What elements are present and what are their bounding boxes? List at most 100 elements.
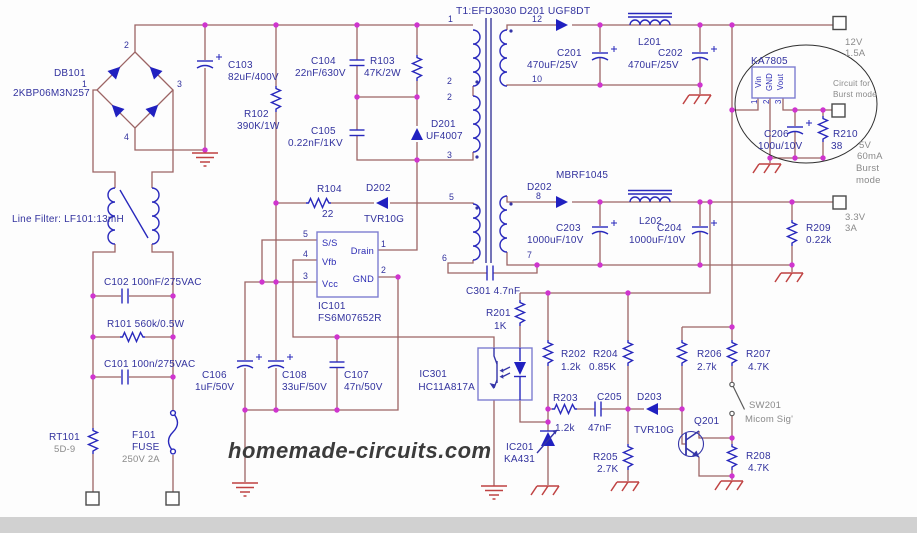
c107-val: 47n/50V <box>344 382 383 393</box>
out-3v3-current: 3A <box>845 223 857 234</box>
f101-val: FUSE <box>132 442 160 453</box>
r101-label: R101 560k/0.5W <box>107 319 185 330</box>
c205-ref: C205 <box>597 392 622 403</box>
r205-ref: R205 <box>593 452 618 463</box>
transformer-t1 <box>472 18 513 263</box>
db101-pin1: 1 <box>82 79 87 89</box>
f101-ref: F101 <box>132 430 156 441</box>
r205-val: 2.7K <box>597 464 619 475</box>
t1-pin2b: 2 <box>447 92 452 102</box>
line-filter-lf101 <box>107 187 160 245</box>
r208-val: 4.7K <box>748 463 770 474</box>
transistor-q201 <box>677 430 705 458</box>
r102-val: 390K/1W <box>237 121 280 132</box>
c203-val: 1000uF/10V <box>527 235 584 246</box>
ic101-pin-drain: Drain <box>351 246 374 256</box>
transformer-title: T1:EFD3030 D201 UGF8DT <box>456 6 591 17</box>
r203-ref: R203 <box>553 393 578 404</box>
t1-pin10: 10 <box>532 74 542 84</box>
inductor-l201 <box>628 12 672 26</box>
sw201-ref: SW201 <box>749 400 781 411</box>
ic101-n2: 2 <box>381 265 386 275</box>
out-12v-current: 1.5A <box>845 48 866 59</box>
burst-circuit-highlight <box>734 44 878 164</box>
c108-val: 33uF/50V <box>282 382 327 393</box>
c107-ref: C107 <box>344 370 369 381</box>
r209-val: 0.22k <box>806 235 832 246</box>
ic101-pin-gnd: GND <box>353 274 374 284</box>
r206-ref: R206 <box>697 349 722 360</box>
c203-ref: C203 <box>556 223 581 234</box>
r209-ref: R209 <box>806 223 831 234</box>
c102-label: C102 100nF/275VAC <box>104 277 202 288</box>
l202-label: L202 <box>639 216 662 227</box>
sw201-val: Micom Sig' <box>745 414 793 425</box>
ka7805-n2: 2 <box>762 99 771 104</box>
db101-pin2: 2 <box>124 40 129 50</box>
ic101-n3: 3 <box>303 271 308 281</box>
c104-ref: C104 <box>311 56 336 67</box>
d203-val: TVR10G <box>634 425 674 436</box>
c201-ref: C201 <box>557 48 582 59</box>
db101-pin4: 4 <box>124 132 129 142</box>
r207-val: 4.7K <box>748 362 770 373</box>
r208-ref: R208 <box>746 451 771 462</box>
r210-ref: R210 <box>833 129 858 140</box>
r206-val: 2.7k <box>697 362 718 373</box>
r207-ref: R207 <box>746 349 771 360</box>
r202-val: 1.2k <box>561 362 582 373</box>
c204-ref: C204 <box>657 223 682 234</box>
burst-note-2: Burst mode <box>833 90 877 99</box>
r203-val: 1.2k <box>555 423 576 434</box>
r204-ref: R204 <box>593 349 618 360</box>
c106-ref: C106 <box>202 370 227 381</box>
f101-rating: 250V 2A <box>122 454 160 465</box>
ic301-part: HC11A817A <box>418 382 475 393</box>
bottom-border-strip <box>0 517 917 533</box>
c204-val: 1000uF/10V <box>629 235 686 246</box>
c104-val: 22nF/630V <box>295 68 346 79</box>
d202-mbrf-val: MBRF1045 <box>556 170 608 181</box>
d202-mbrf-ref: D202 <box>527 182 552 193</box>
r210-val: 38 <box>831 141 843 152</box>
r103-ref: R103 <box>370 56 395 67</box>
ka7805-vout: Vout <box>776 73 785 90</box>
out-5v-note-mode: mode <box>856 175 881 186</box>
r201-val: 1K <box>494 321 507 332</box>
d201-uf4007-val: UF4007 <box>426 131 463 142</box>
watermark: homemade-circuits.com <box>228 438 492 463</box>
c206-ref: C206 <box>764 129 789 140</box>
shunt-regulator-ic201 <box>536 429 558 454</box>
r201-ref: R201 <box>486 308 511 319</box>
phase-dots <box>475 29 513 210</box>
terminal-3v3 <box>832 195 847 210</box>
out-5v: 5V <box>859 140 871 151</box>
ic101-pin-vfb: Vfb <box>322 257 337 267</box>
ka7805-vin: Vin <box>754 76 763 88</box>
ic101-part: FS6M07652R <box>318 313 382 324</box>
ka7805-body <box>751 66 796 99</box>
line-filter-label: Line Filter: LF101:13mH <box>12 214 124 225</box>
c206-val: 100u/10V <box>758 141 803 152</box>
l201-label: L201 <box>638 37 661 48</box>
c301-label: C301 4.7nF <box>466 286 520 297</box>
ic101-pin-vcc: Vcc <box>322 279 338 289</box>
r103-val: 47K/2W <box>364 68 401 79</box>
t1-pin2a: 2 <box>447 76 452 86</box>
db101-part: 2KBP06M3N257 <box>13 88 90 99</box>
d201-uf4007-ref: D201 <box>431 119 456 130</box>
inductor-l202 <box>628 189 672 203</box>
ic101-n4: 4 <box>303 249 308 259</box>
out-5v-current: 60mA <box>857 151 883 162</box>
ka7805-n1: 1 <box>750 99 759 104</box>
out-12v: 12V <box>845 37 863 48</box>
rt101-ref: RT101 <box>49 432 80 443</box>
terminal-ac-right <box>165 491 180 506</box>
t1-pin6: 6 <box>442 253 447 263</box>
t1-pin7: 7 <box>527 250 532 260</box>
optocoupler-ic301-body <box>477 347 533 401</box>
ic101-ref: IC101 <box>318 301 346 312</box>
